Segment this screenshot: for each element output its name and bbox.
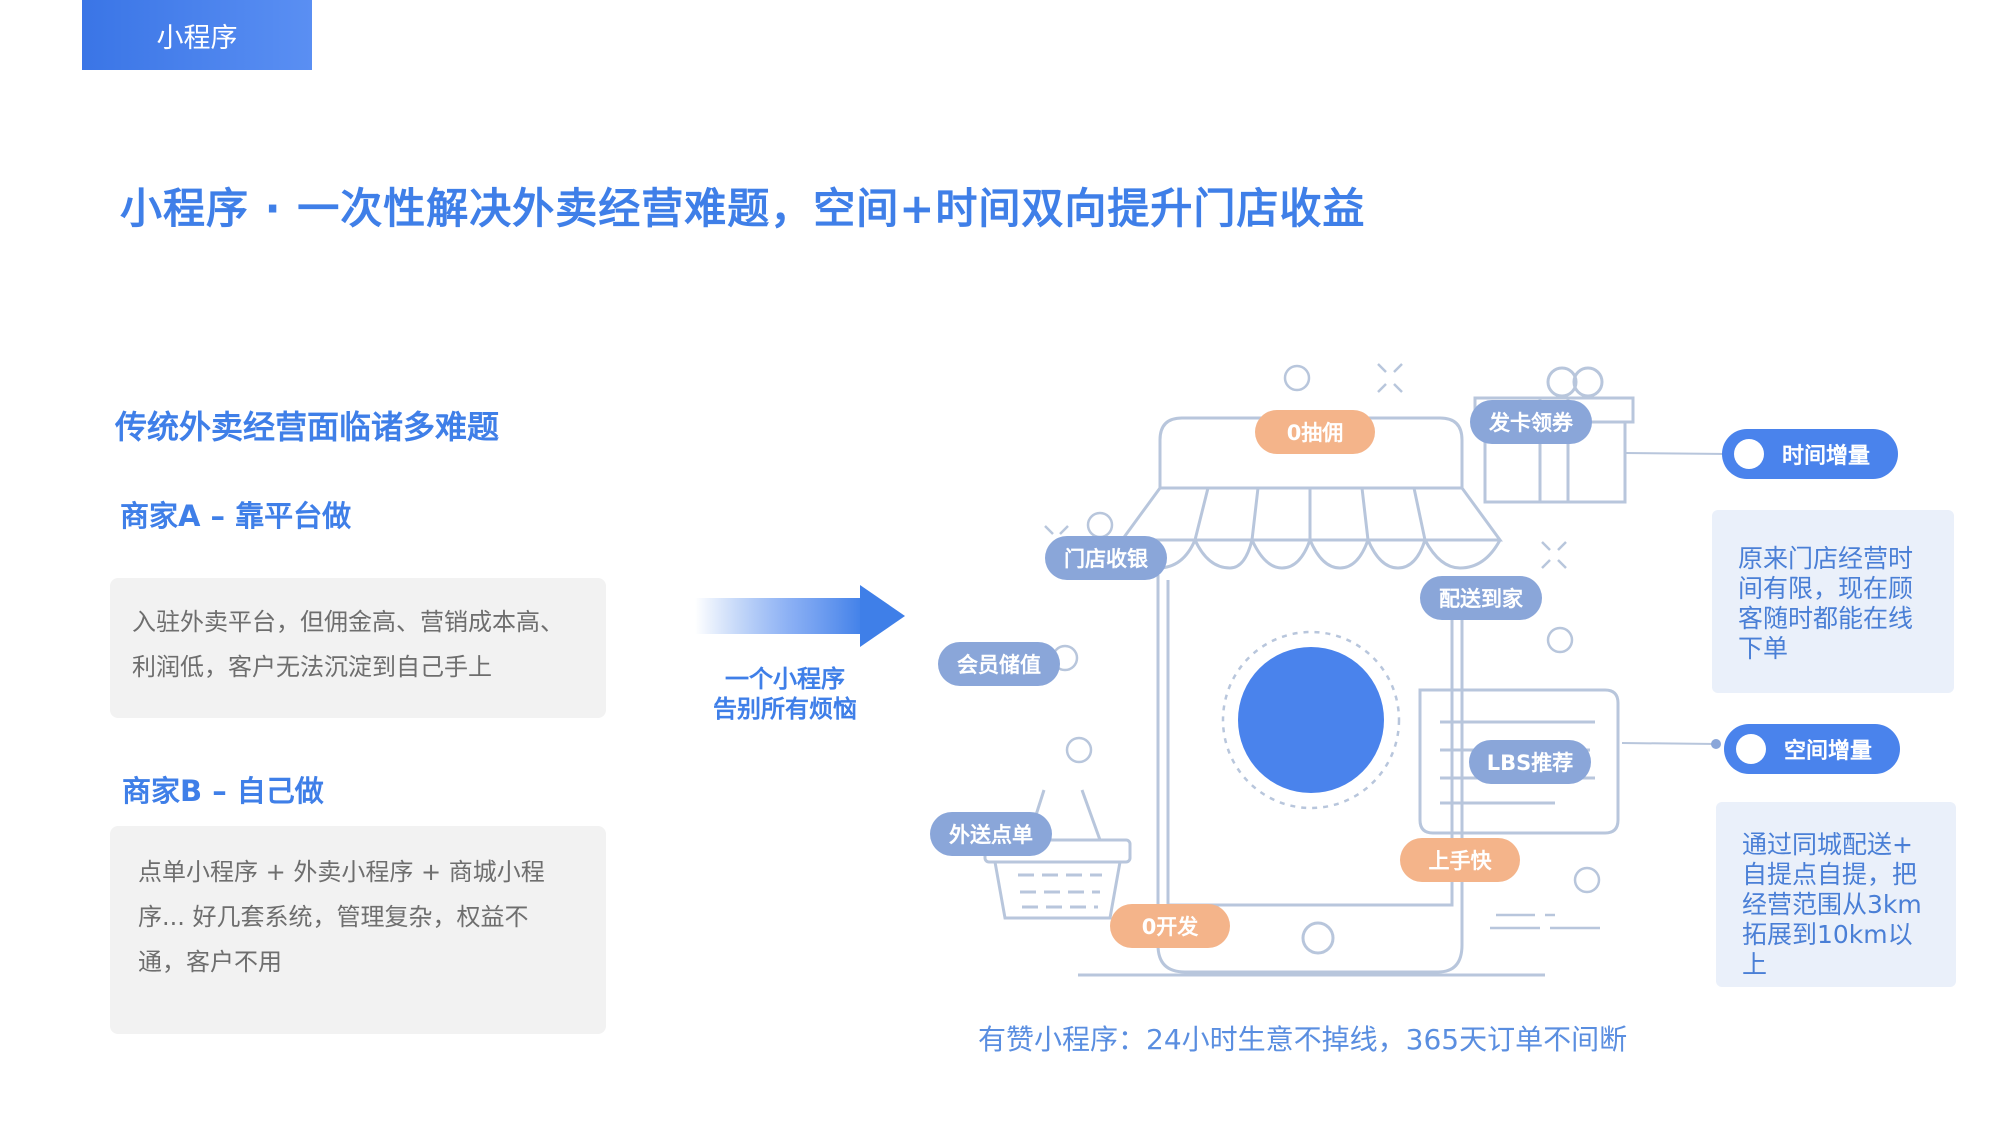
space-increment-pill: 空间增量 xyxy=(1724,724,1900,774)
section-tab: 小程序 xyxy=(82,0,312,70)
storefront-icon xyxy=(1078,416,1545,977)
space-increment-line-4: 拓展到10km以上 xyxy=(1742,920,1913,979)
tag-cards-coupons: 发卡领券 xyxy=(1470,400,1592,444)
transition-arrow-icon xyxy=(695,585,905,647)
merchant-a-line-1: 入驻外卖平台，但佣金高、营销成本高、 xyxy=(132,608,564,636)
tag-zero-commission: 0抽佣 xyxy=(1255,410,1375,454)
bottom-caption: 有赞小程序：24小时生意不掉线，365天订单不间断 xyxy=(978,1023,1628,1056)
sparkle-icons xyxy=(1044,363,1600,930)
merchant-b-line-1: 点单小程序 + 外卖小程序 + 商城小程 xyxy=(138,858,545,886)
merchant-b-line-2: 序... 好几套系统，管理复杂，权益不 xyxy=(138,903,529,931)
gift-box-icon xyxy=(1473,366,1635,504)
center-dot-icon xyxy=(1238,647,1384,793)
merchant-b-line-3: 通，客户不用 xyxy=(138,948,282,976)
tag-easy-start: 上手快 xyxy=(1400,838,1520,882)
time-increment-line-2: 间有限，现在顾 xyxy=(1738,574,1914,603)
toggle-knob-icon xyxy=(1736,734,1766,764)
merchant-b-label: 商家B – 自己做 xyxy=(122,774,324,808)
time-increment-line-4: 下单 xyxy=(1738,634,1789,663)
space-increment-line-1: 通过同城配送+ xyxy=(1742,830,1913,859)
tag-member-stored-value: 会员储值 xyxy=(938,642,1060,686)
merchant-a-line-2: 利润低，客户无法沉淀到自己手上 xyxy=(132,653,492,681)
page-title: 小程序 · 一次性解决外卖经营难题，空间+时间双向提升门店收益 xyxy=(120,184,1366,233)
problems-heading: 传统外卖经营面临诸多难题 xyxy=(115,408,500,446)
tag-delivery-order: 外送点单 xyxy=(930,812,1052,856)
merchant-b-problem-box: 点单小程序 + 外卖小程序 + 商城小程 序... 好几套系统，管理复杂，权益不… xyxy=(110,826,606,1034)
arrow-caption: 一个小程序 告别所有烦恼 xyxy=(690,664,880,724)
time-increment-line-1: 原来门店经营时 xyxy=(1738,544,1914,573)
tag-zero-dev: 0开发 xyxy=(1110,904,1230,948)
time-increment-pill: 时间增量 xyxy=(1722,429,1898,479)
tag-home-delivery: 配送到家 xyxy=(1420,576,1542,620)
time-increment-card: 原来门店经营时 间有限，现在顾 客随时都能在线 下单 xyxy=(1712,510,1954,693)
time-increment-line-3: 客随时都能在线 xyxy=(1738,604,1914,633)
space-increment-line-2: 自提点自提，把 xyxy=(1742,860,1918,889)
space-increment-label: 空间增量 xyxy=(1784,739,1873,764)
dashed-ring-icon xyxy=(1221,630,1401,810)
arrow-caption-line-1: 一个小程序 xyxy=(725,665,845,693)
time-increment-label: 时间增量 xyxy=(1782,444,1871,469)
merchant-a-label: 商家A – 靠平台做 xyxy=(120,499,352,533)
space-increment-line-3: 经营范围从3km xyxy=(1742,890,1922,919)
arrow-caption-line-2: 告别所有烦恼 xyxy=(713,695,857,723)
toggle-knob-icon xyxy=(1734,439,1764,469)
tag-lbs-recommend: LBS推荐 xyxy=(1469,740,1591,784)
tag-store-checkout: 门店收银 xyxy=(1045,536,1167,580)
space-increment-card: 通过同城配送+ 自提点自提，把 经营范围从3km 拓展到10km以上 xyxy=(1716,802,1956,987)
merchant-a-problem-box: 入驻外卖平台，但佣金高、营销成本高、 利润低，客户无法沉淀到自己手上 xyxy=(110,578,606,718)
